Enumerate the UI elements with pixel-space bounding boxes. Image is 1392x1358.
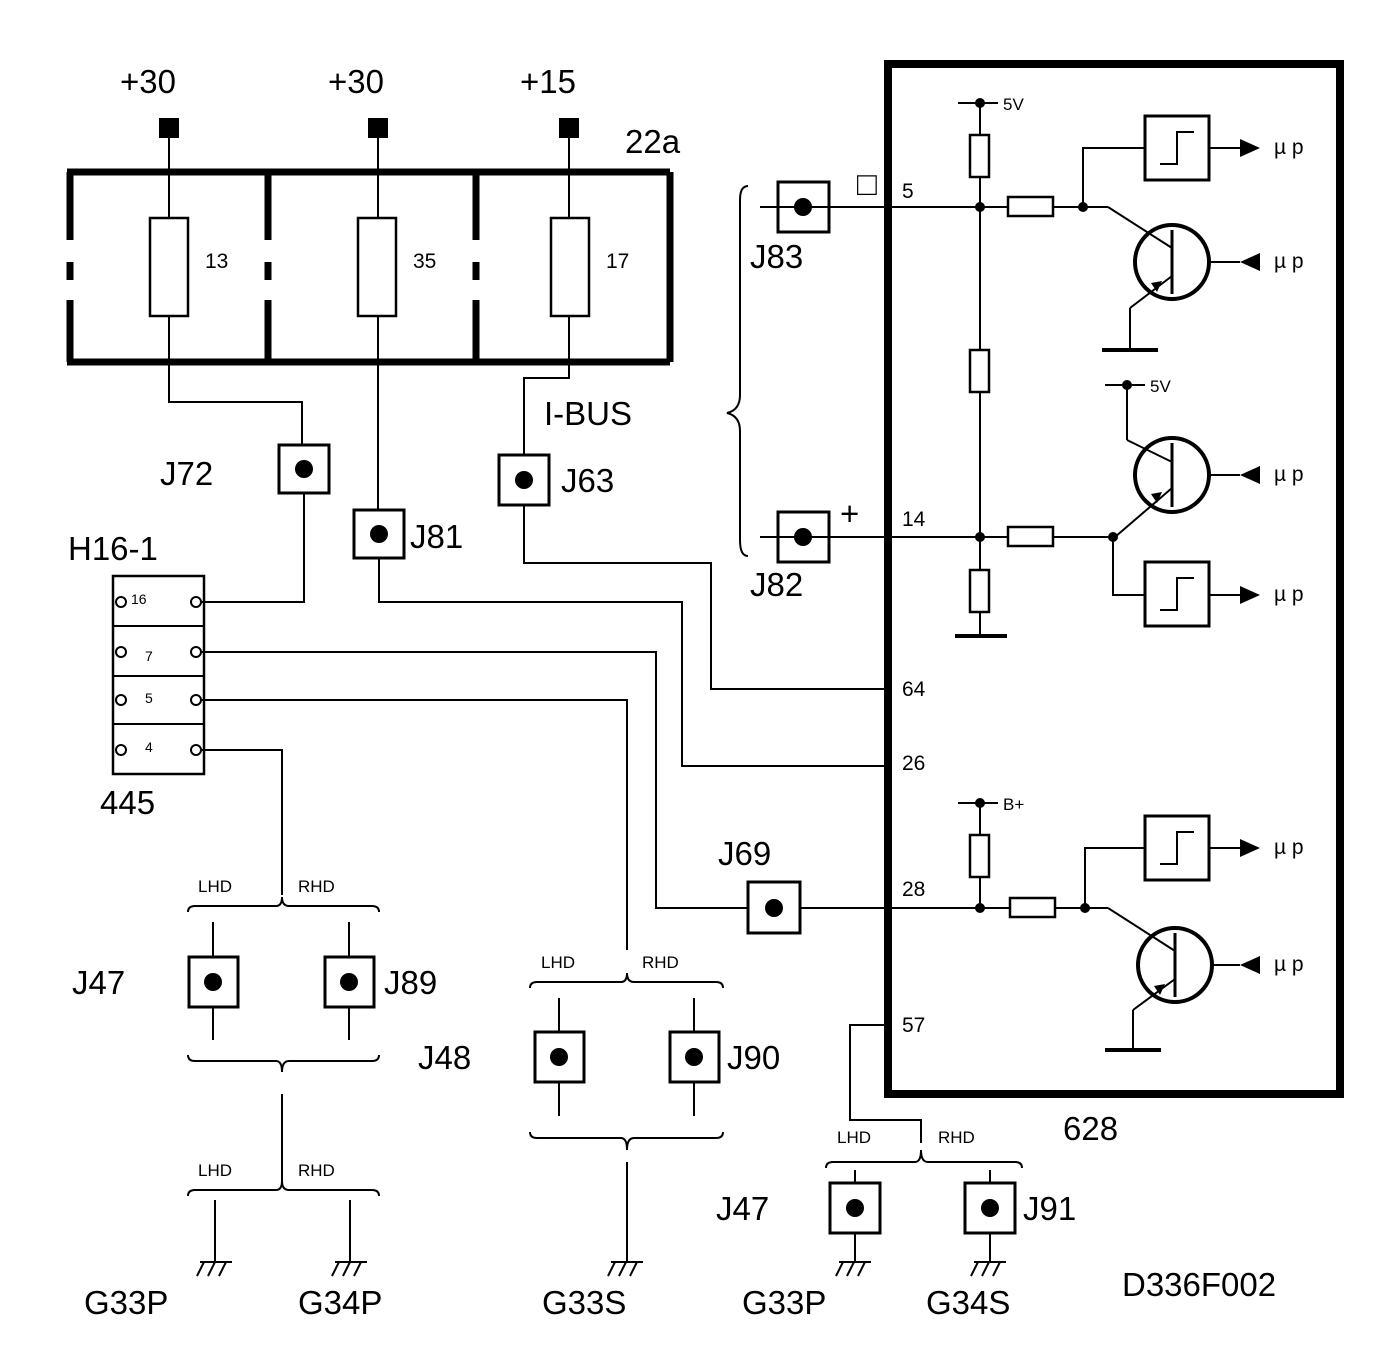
branch-lhd-1: LHD: [198, 877, 232, 896]
mu-p-6: µ p: [1274, 953, 1304, 976]
input-connectors: J83 □ J82 +: [726, 165, 890, 603]
terminal-square-2: [368, 118, 388, 138]
supply-5v-top: 5V: [1003, 95, 1024, 114]
ground-g33p-right: [835, 1261, 871, 1277]
supply-bplus: B+: [1003, 795, 1024, 814]
j82-label: J82: [750, 566, 803, 603]
j83-label: J83: [750, 238, 803, 275]
switch-block: H16-1 16 7 5 4 445: [68, 530, 206, 821]
j90-label: J90: [727, 1039, 780, 1076]
ground-g33s: [607, 1261, 643, 1277]
switch-pin-16: 16: [131, 591, 147, 607]
g33s-label: G33S: [542, 1284, 626, 1321]
j69-label: J69: [718, 835, 771, 872]
switch-pin-7: 7: [145, 648, 153, 664]
branch-group-right: LHD RHD J47 J91 G33P G34S: [716, 1024, 1076, 1321]
drawing-id: D336F002: [1122, 1266, 1276, 1303]
module-number: 628: [1063, 1110, 1118, 1147]
fuse-box: 22a 13 35 17: [66, 123, 681, 366]
supply-terminals: +30 +30 +15: [120, 63, 579, 138]
g33p-label-left: G33P: [84, 1284, 168, 1321]
branch-rhd-2: RHD: [298, 1161, 335, 1180]
ground-g34p: [331, 1261, 367, 1277]
terminal-square-1: [159, 118, 179, 138]
fuse-wires: I-BUS: [168, 138, 632, 510]
mu-p-1: µ p: [1274, 136, 1304, 159]
ground-g34s: [970, 1261, 1006, 1277]
branch-rhd-1: RHD: [298, 877, 335, 896]
polarity-plus: +: [840, 495, 859, 532]
j72-label: J72: [160, 455, 213, 492]
terminal-square-3: [559, 118, 579, 138]
j47-label-right: J47: [716, 1190, 769, 1227]
fuse-box-label: 22a: [625, 123, 681, 160]
module-pin-26: 26: [902, 752, 925, 775]
fuse-1-rating: 13: [205, 250, 228, 273]
module-pin-64: 64: [902, 678, 926, 701]
supply-label-3: +15: [520, 63, 576, 100]
j89-label: J89: [384, 964, 437, 1001]
module-pin-5: 5: [902, 180, 914, 203]
connector-j81: J81: [352, 508, 463, 560]
g34s-label: G34S: [926, 1284, 1010, 1321]
connector-j72: J72: [160, 443, 331, 495]
fuse-2: [356, 216, 398, 318]
mu-p-4: µ p: [1274, 583, 1304, 606]
harness-wires: [201, 493, 890, 950]
connector-j69: J69: [718, 835, 802, 935]
switch-pin-4: 4: [145, 739, 153, 755]
module-628: 628 5 14 64 26 28 57 5V µ p: [884, 60, 1344, 1147]
module-pin-57: 57: [902, 1014, 925, 1037]
mu-p-5: µ p: [1274, 836, 1304, 859]
fuse-1: [148, 216, 190, 318]
branch-lhd-4: LHD: [837, 1128, 871, 1147]
j63-label: J63: [561, 462, 614, 499]
supply-label-1: +30: [120, 63, 176, 100]
branch-rhd-4: RHD: [938, 1128, 975, 1147]
switch-block-number: 445: [100, 784, 155, 821]
branch-group-left: LHD RHD J47 J89 LHD RHD G33P G34P: [72, 877, 437, 1321]
j47-label-left: J47: [72, 964, 125, 1001]
branch-group-middle: LHD RHD J48 J90 G33S: [418, 953, 780, 1321]
branch-lhd-2: LHD: [198, 1161, 232, 1180]
supply-label-2: +30: [328, 63, 384, 100]
fuse-3-rating: 17: [606, 250, 629, 273]
j91-label: J91: [1023, 1190, 1076, 1227]
j48-label: J48: [418, 1039, 471, 1076]
ibus-label: I-BUS: [544, 395, 632, 432]
switch-pin-5: 5: [145, 690, 153, 706]
connector-j63: J63: [497, 453, 614, 507]
module-pin-14: 14: [902, 508, 926, 531]
branch-rhd-3: RHD: [642, 953, 679, 972]
branch-lhd-3: LHD: [541, 953, 575, 972]
supply-5v-middle: 5V: [1150, 377, 1171, 396]
j81-label: J81: [410, 518, 463, 555]
fuse-2-rating: 35: [413, 250, 436, 273]
polarity-box: □: [857, 165, 877, 202]
g34p-label: G34P: [298, 1284, 382, 1321]
module-pin-28: 28: [902, 878, 925, 901]
ground-g33p-left: [196, 1261, 232, 1277]
mu-p-3: µ p: [1274, 463, 1304, 486]
g33p-label-right: G33P: [742, 1284, 826, 1321]
fuse-3: [549, 216, 591, 318]
mu-p-2: µ p: [1274, 250, 1304, 273]
switch-block-name: H16-1: [68, 530, 158, 567]
